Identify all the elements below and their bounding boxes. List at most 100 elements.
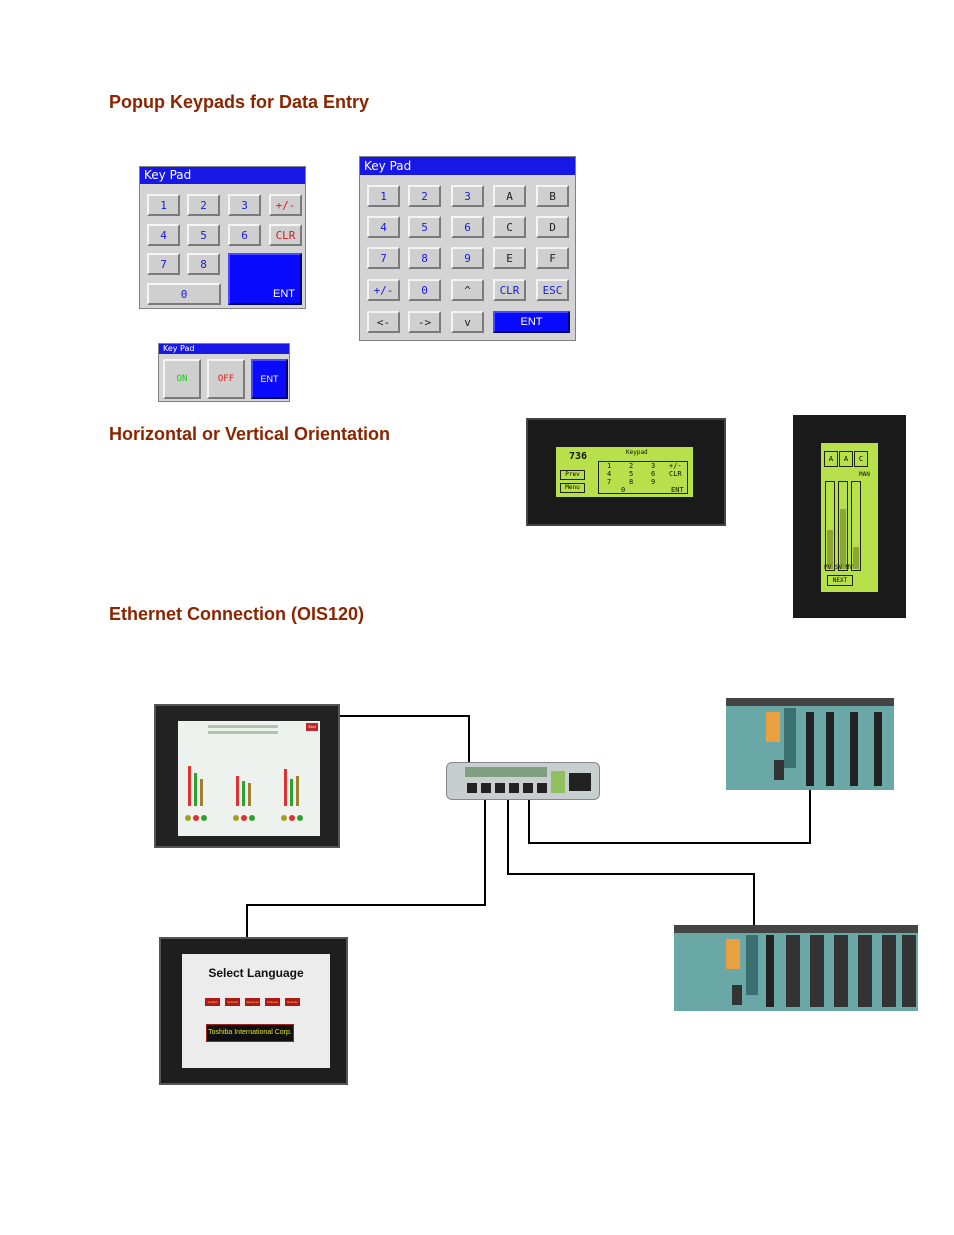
key-clr[interactable]: CLR	[269, 224, 302, 246]
key-9[interactable]: 9	[451, 247, 484, 269]
key-0[interactable]: 0	[408, 279, 441, 301]
key-4[interactable]: 4	[367, 216, 400, 238]
key-c[interactable]: C	[493, 216, 526, 238]
key-f[interactable]: F	[536, 247, 569, 269]
language-screen: Select Language English Spanish Japanese…	[182, 954, 330, 1068]
key-4[interactable]: 4	[147, 224, 180, 246]
lcd-prev-button[interactable]: Prev	[560, 470, 585, 480]
lcd-bar-pv	[825, 481, 835, 571]
lcd-key-7[interactable]: 7	[607, 478, 612, 486]
language-spanish-button[interactable]: Spanish	[225, 998, 240, 1006]
wire-plc1-down	[528, 800, 530, 844]
key-caret[interactable]: ^	[451, 279, 484, 301]
wire-plc1-horizontal	[528, 842, 811, 844]
lcd-tab-a2[interactable]: A	[839, 451, 853, 467]
lcd-key-clr[interactable]: CLR	[669, 470, 682, 478]
lcd-key-2[interactable]: 2	[629, 462, 634, 470]
lcd-key-6[interactable]: 6	[651, 470, 656, 478]
key-2[interactable]: 2	[408, 185, 441, 207]
wire-language-horizontal	[246, 904, 486, 906]
key-1[interactable]: 1	[367, 185, 400, 207]
lcd-key-4[interactable]: 4	[607, 470, 612, 478]
enter-button[interactable]: ENT	[251, 359, 288, 399]
key-8[interactable]: 8	[408, 247, 441, 269]
key-3[interactable]: 3	[228, 194, 261, 216]
switch-ports	[465, 767, 591, 793]
key-plus-minus[interactable]: +/-	[269, 194, 302, 216]
language-footer: Toshiba International Corp.	[206, 1024, 294, 1042]
key-enter[interactable]: ENT	[493, 311, 570, 333]
key-d[interactable]: D	[536, 216, 569, 238]
lcd-key-8[interactable]: 8	[629, 478, 634, 486]
key-5[interactable]: 5	[187, 224, 220, 246]
key-8[interactable]: 8	[187, 253, 220, 275]
key-clr[interactable]: CLR	[493, 279, 526, 301]
key-right-arrow[interactable]: ->	[408, 311, 441, 333]
lcd-bar-labels: PV SV MV	[824, 564, 853, 571]
lcd-key-0[interactable]: 0	[621, 486, 626, 494]
lcd-key-plus-minus[interactable]: +/-	[669, 462, 682, 470]
language-chinese-button[interactable]: Chinese	[265, 998, 280, 1006]
key-2[interactable]: 2	[187, 194, 220, 216]
hmi-panel: End	[154, 704, 340, 848]
lcd-value: 736	[569, 451, 588, 462]
keypad-onoff: Key Pad ON OFF ENT	[158, 343, 290, 402]
lcd-bar-sv	[838, 481, 848, 571]
ethernet-switch	[446, 762, 600, 800]
lcd-key-9[interactable]: 9	[651, 478, 656, 486]
key-esc[interactable]: ESC	[536, 279, 569, 301]
heading-orientation: Horizontal or Vertical Orientation	[109, 424, 391, 444]
lcd-key-enter[interactable]: ENT	[671, 486, 684, 494]
vertical-panel: A A C MAN PV SV MV NEXT	[793, 415, 906, 618]
heading-ethernet: Ethernet Connection (OIS120)	[109, 604, 365, 624]
lcd-bar-mv	[851, 481, 861, 571]
key-5[interactable]: 5	[408, 216, 441, 238]
keypad-large: Key Pad 1 2 3 A B 4 5 6 C D 7 8 9 E F +/…	[359, 156, 576, 341]
key-a[interactable]: A	[493, 185, 526, 207]
hmi-header-bar	[208, 725, 278, 728]
lcd-tab-c[interactable]: C	[854, 451, 868, 467]
key-7[interactable]: 7	[147, 253, 180, 275]
language-russian-button[interactable]: Russian	[285, 998, 300, 1006]
wire-hmi-vertical	[468, 715, 470, 763]
language-english-button[interactable]: English	[205, 998, 220, 1006]
plc-rack-2	[674, 925, 918, 1011]
wire-hmi-horizontal	[339, 715, 470, 717]
key-3[interactable]: 3	[451, 185, 484, 207]
key-6[interactable]: 6	[228, 224, 261, 246]
wire-plc1-vertical	[809, 780, 811, 844]
key-b[interactable]: B	[536, 185, 569, 207]
lcd-tab-a1[interactable]: A	[824, 451, 838, 467]
off-button[interactable]: OFF	[207, 359, 245, 399]
heading-popup-keypads: Popup Keypads for Data Entry	[109, 92, 370, 112]
hmi-close-button[interactable]: End	[306, 723, 318, 731]
key-e[interactable]: E	[493, 247, 526, 269]
lcd-key-5[interactable]: 5	[629, 470, 634, 478]
key-enter[interactable]: ENT	[228, 253, 302, 305]
horizontal-lcd-screen: 736 Keypad Prev Menu 1 2 3 +/- 4 5 6 CLR…	[556, 447, 693, 497]
key-plus-minus[interactable]: +/-	[367, 279, 400, 301]
lcd-menu-button[interactable]: Menu	[560, 483, 585, 493]
language-panel: Select Language English Spanish Japanese…	[159, 937, 348, 1085]
keypad-large-title: Key Pad	[360, 157, 575, 175]
key-6[interactable]: 6	[451, 216, 484, 238]
key-7[interactable]: 7	[367, 247, 400, 269]
lcd-key-3[interactable]: 3	[651, 462, 656, 470]
hmi-header-bar-2	[208, 731, 278, 734]
wire-language-vertical	[246, 904, 248, 940]
keypad-small-title: Key Pad	[140, 167, 305, 184]
language-japanese-button[interactable]: Japanese	[245, 998, 260, 1006]
key-down[interactable]: v	[451, 311, 484, 333]
key-1[interactable]: 1	[147, 194, 180, 216]
plc-rack-1-modules	[726, 698, 894, 786]
wire-plc2-vertical	[753, 873, 755, 925]
hmi-screen: End	[178, 721, 320, 836]
on-button[interactable]: ON	[163, 359, 201, 399]
lcd-next-button[interactable]: NEXT	[827, 575, 853, 586]
key-0[interactable]: 0	[147, 283, 221, 305]
lcd-key-1[interactable]: 1	[607, 462, 612, 470]
lcd-keypad: 1 2 3 +/- 4 5 6 CLR 7 8 9 0 ENT	[598, 461, 688, 494]
horizontal-panel: 736 Keypad Prev Menu 1 2 3 +/- 4 5 6 CLR…	[526, 418, 726, 526]
plc-rack-2-modules	[674, 925, 918, 1007]
key-left-arrow[interactable]: <-	[367, 311, 400, 333]
